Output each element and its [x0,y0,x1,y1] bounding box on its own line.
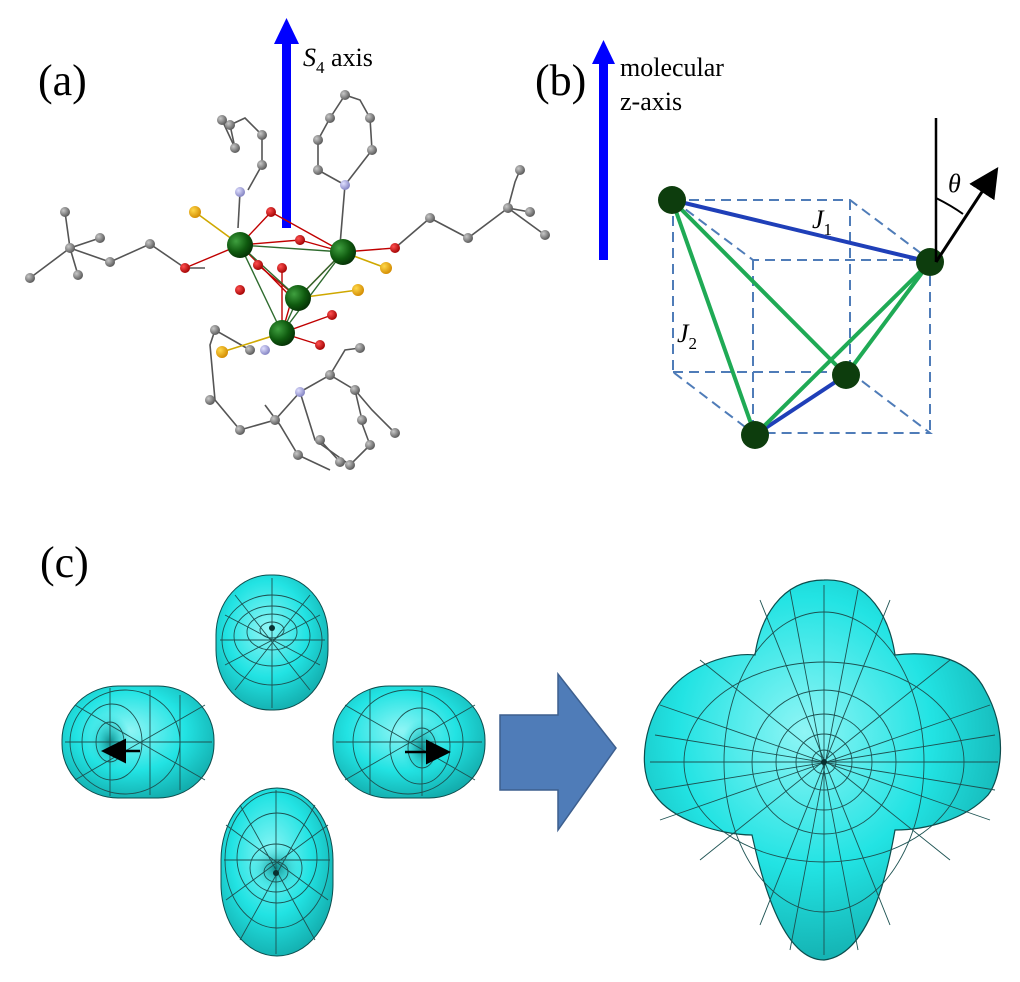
surface-top [215,574,329,711]
z-axis-label-line1: molecular [620,53,724,82]
j2-label: J2 [677,319,697,353]
molecule-structure [25,90,550,471]
j2-bonds [670,198,932,437]
magnetic-ions [658,186,944,449]
surface-right [332,685,486,799]
s4-axis-arrow [274,18,299,228]
theta-symbol: θ [948,169,961,198]
transition-arrow [499,671,617,833]
spin-direction-indicator [934,118,999,263]
panel-a: (a) S4 axis [25,18,550,471]
surface-left [61,685,215,799]
j1-label: J1 [812,205,832,239]
panel-c: (c) [40,538,1002,961]
panel-b-label: (b) [535,56,586,105]
s4-axis-label: S4 axis [303,43,373,77]
panel-c-label: (c) [40,538,89,587]
z-axis-label-line2: z-axis [620,87,682,116]
surface-bottom [220,787,334,957]
panel-a-label: (a) [38,56,87,105]
j1-bonds [671,198,931,437]
panel-b: (b) molecular z-axis [535,40,999,449]
surface-combined [643,579,1002,961]
molecular-z-axis-arrow [592,40,615,260]
